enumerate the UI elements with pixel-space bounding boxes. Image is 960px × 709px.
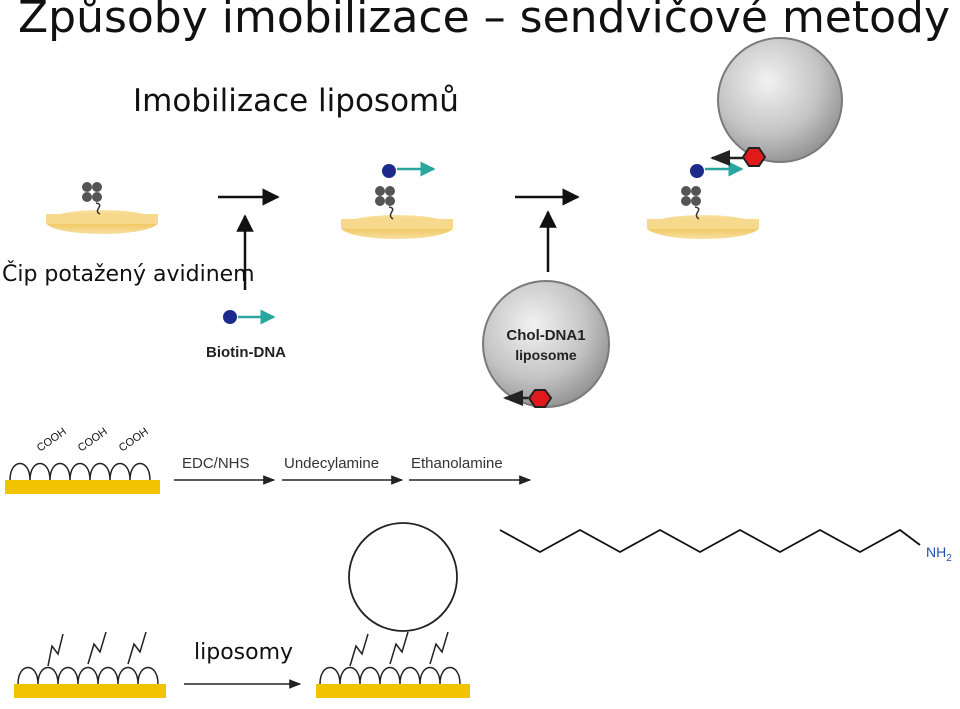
biotin-icon	[690, 164, 704, 178]
biotin-dna-icon	[223, 309, 276, 325]
liposomy-label: liposomy	[194, 640, 294, 665]
alkyl-surface-1	[14, 631, 166, 698]
chip-3	[647, 37, 843, 239]
liposome-circle	[348, 522, 458, 632]
step-label-2: Undecylamine	[284, 455, 379, 472]
page-title: Způsoby imobilizace – sendvičové metody	[18, 0, 951, 43]
undecylamine-chain	[499, 528, 921, 554]
cooh-surface: COOH COOH COOH	[5, 426, 160, 494]
cooh-label-3: COOH	[117, 426, 151, 455]
liposome-label-line2: liposome	[515, 347, 577, 363]
chip-1	[46, 182, 158, 234]
cooh-label-1: COOH	[35, 426, 69, 455]
avidin-icon	[681, 186, 701, 206]
chip-2	[341, 161, 453, 239]
chol-dna1-liposome: Chol-DNA1 liposome	[482, 280, 610, 408]
biotin-icon	[382, 164, 396, 178]
cholesterol-icon	[527, 389, 553, 408]
step-label-3: Ethanolamine	[411, 455, 503, 472]
chip-label: Čip potažený avidinem	[2, 262, 255, 287]
amine-group-label: NH2	[926, 544, 952, 564]
bound-liposome	[717, 37, 843, 163]
avidin-icon	[375, 186, 395, 206]
cooh-label-2: COOH	[76, 426, 110, 455]
cholesterol-icon	[741, 147, 767, 167]
biotin-dna-label: Biotin-DNA	[206, 344, 286, 361]
page-subtitle: Imobilizace liposomů	[133, 83, 459, 119]
avidin-icon	[82, 182, 102, 202]
alkyl-surface-2	[316, 522, 470, 698]
liposome-label-line1: Chol-DNA1	[506, 327, 585, 344]
step-label-1: EDC/NHS	[182, 455, 250, 472]
